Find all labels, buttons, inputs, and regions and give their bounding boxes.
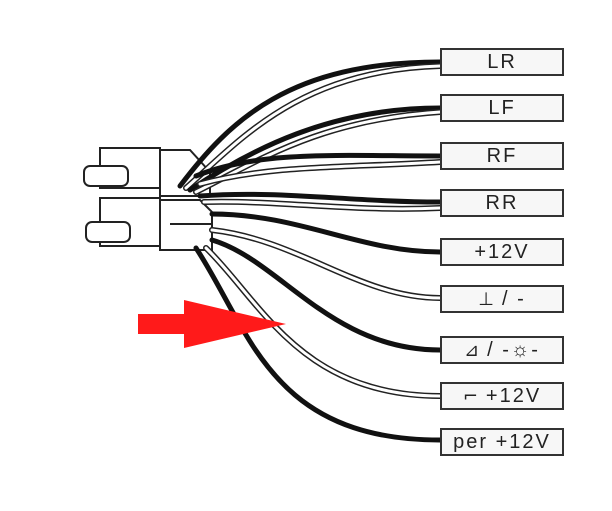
switch-symbol-icon: ⌐ (462, 385, 480, 407)
label-plus12v: +12V (440, 238, 564, 266)
label-rf: RF (440, 142, 564, 170)
label-permanent-text: per +12V (453, 430, 551, 453)
label-dimmer: ⊿ / -☼- (440, 336, 564, 364)
label-dimmer-text: / -☼- (487, 338, 540, 361)
label-rf-text: RF (486, 144, 518, 167)
wire-ground (210, 228, 442, 300)
label-permanent: per +12V (440, 428, 564, 456)
wire-rf (193, 152, 443, 179)
wire-permanent (193, 245, 443, 443)
connector-upper-tab (83, 165, 129, 187)
connector-lower-tab (85, 221, 131, 243)
label-plus12v-text: +12V (474, 240, 530, 263)
wire-lr-white (184, 64, 442, 190)
wire-rr-white (202, 200, 442, 211)
label-ground: ⊥ / - (440, 285, 564, 313)
wire-rr (197, 191, 443, 205)
label-lf-text: LF (488, 96, 516, 119)
label-lr: LR (440, 48, 564, 76)
wires (177, 59, 443, 443)
wire-rf-white (198, 160, 442, 186)
label-lr-text: LR (487, 50, 517, 73)
connector (83, 147, 213, 251)
wire-switch (204, 246, 442, 398)
dimmer-symbol-icon: ⊿ (464, 339, 482, 361)
wire-plus12v (209, 211, 443, 255)
wire-lf (187, 105, 443, 193)
arrow-shaft (138, 314, 188, 334)
label-rr: RR (440, 189, 564, 217)
wire-lr (177, 59, 443, 189)
label-lf: LF (440, 94, 564, 122)
label-switch: ⌐ +12V (440, 382, 564, 410)
wire-dimmer (209, 237, 443, 353)
arrow-head (184, 300, 286, 348)
wire-ground-outline (209, 227, 443, 301)
ground-symbol-icon: ⊥ (478, 288, 496, 310)
label-switch-text: +12V (485, 384, 542, 407)
label-rr-text: RR (485, 191, 519, 214)
label-ground-text: / - (501, 287, 526, 310)
red-arrow (138, 300, 286, 348)
